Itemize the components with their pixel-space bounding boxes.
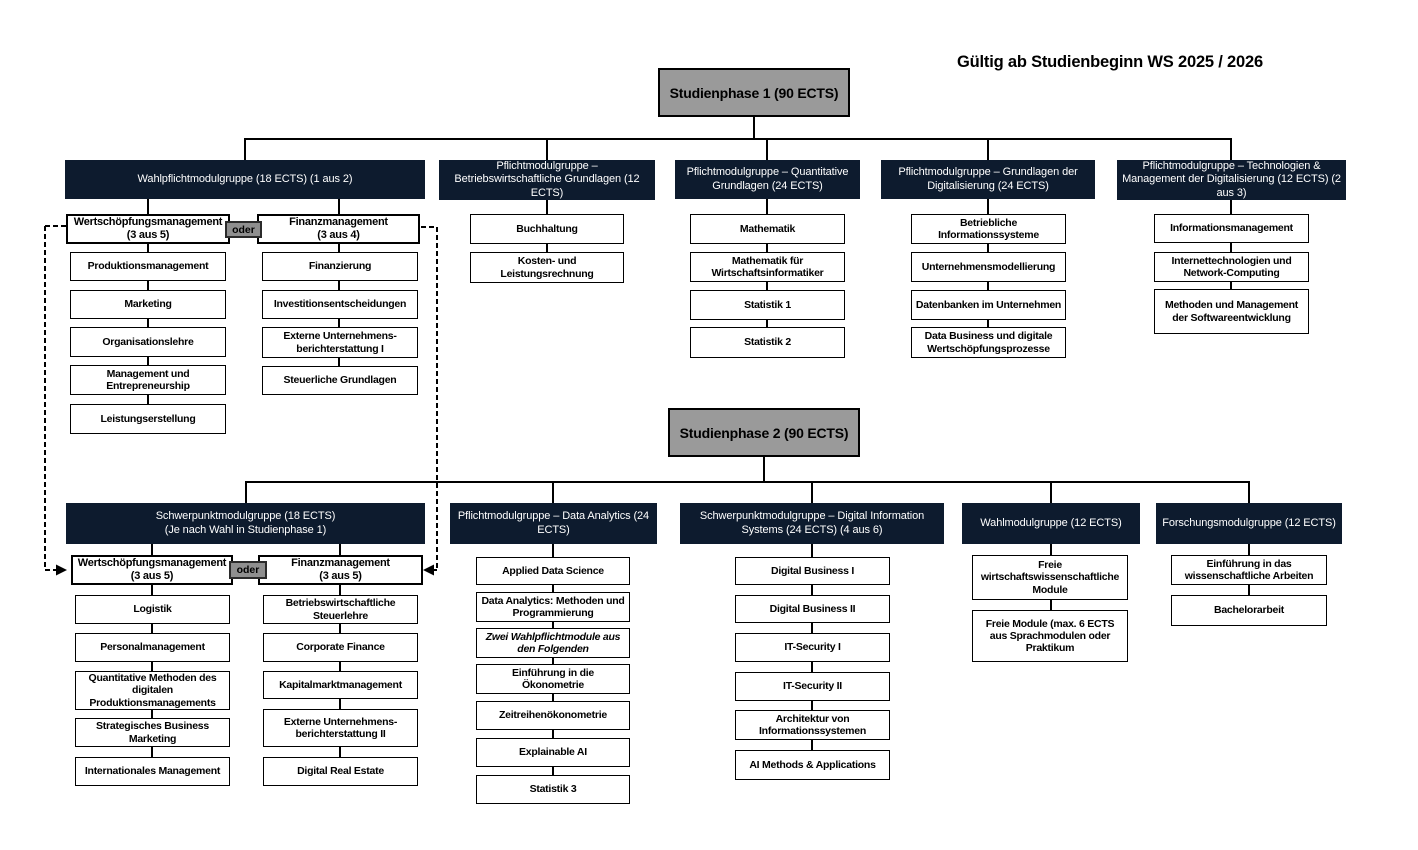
group-header-schwerpunktmodulgruppe: Schwerpunktmodulgruppe (18 ECTS) (Je nac… [66, 503, 425, 544]
module-box: Logistik [75, 595, 230, 624]
module-box: Datenbanken im Unternehmen [911, 290, 1066, 320]
module-box: Strategisches Business Marketing [75, 718, 230, 747]
module-box: Buchhaltung [470, 214, 624, 244]
module-box: Internationales Management [75, 757, 230, 786]
module-box: Freie wirtschaftswissenschaftliche Modul… [972, 555, 1128, 600]
module-box: Statistik 3 [476, 775, 630, 804]
group-header-grundlagen-digitalisierung: Pflichtmodulgruppe – Grundlagen der Digi… [881, 160, 1095, 199]
module-box: Statistik 2 [690, 327, 845, 358]
module-box: Digital Real Estate [263, 757, 418, 786]
module-box: Marketing [70, 290, 226, 319]
module-box: Data Business und digitale Wertschöpfung… [911, 327, 1066, 358]
module-box: Einführung in die Ökonometrie [476, 664, 630, 694]
module-box: Digital Business II [735, 595, 890, 623]
module-box: Quantitative Methoden des digitalen Prod… [75, 671, 230, 710]
module-box: Digital Business I [735, 557, 890, 585]
module-box: Externe Unternehmens-berichterstattung I… [263, 709, 418, 747]
group-header-quantitative-grundlagen: Pflichtmodulgruppe – Quantitative Grundl… [675, 160, 860, 199]
module-box: Internettechnologien und Network-Computi… [1154, 252, 1309, 282]
module-box: Personalmanagement [75, 633, 230, 662]
module-box: Applied Data Science [476, 557, 630, 585]
validity-note: Gültig ab Studienbeginn WS 2025 / 2026 [957, 53, 1263, 71]
module-box: Mathematik für Wirtschaftsinformatiker [690, 252, 845, 282]
arrowhead-right-icon [56, 564, 67, 576]
group-header-digital-information-systems: Schwerpunktmodulgruppe – Digital Informa… [680, 503, 944, 544]
module-box: Kosten- und Leistungsrechnung [470, 252, 624, 283]
module-box: Informationsmanagement [1154, 214, 1309, 243]
module-box: Explainable AI [476, 738, 630, 767]
module-box: Betriebliche Informationssysteme [911, 214, 1066, 244]
subgroup-header: Finanzmanagement (3 aus 5) [258, 555, 423, 585]
module-box: Einführung in das wissenschaftliche Arbe… [1171, 555, 1327, 585]
module-box: Architektur von Informationssystemen [735, 710, 890, 740]
module-box: Methoden und Management der Softwareentw… [1154, 289, 1309, 334]
module-box: Produktionsmanagement [70, 252, 226, 281]
module-box: Corporate Finance [263, 633, 418, 662]
module-box: Unternehmensmodellierung [911, 252, 1066, 282]
module-box: Finanzierung [262, 252, 418, 281]
module-box: Kapitalmarktmanagement [263, 671, 418, 699]
module-box: Organisationslehre [70, 327, 226, 357]
group-header-technologien-management: Pflichtmodulgruppe – Technologien & Mana… [1117, 160, 1346, 200]
module-box: Bachelorarbeit [1171, 595, 1327, 626]
phase1-box: Studienphase 1 (90 ECTS) [658, 68, 850, 117]
module-box: Freie Module (max. 6 ECTS aus Sprachmodu… [972, 610, 1128, 662]
subgroup-header: Finanzmanagement (3 aus 4) [257, 214, 420, 244]
oder-connector: oder [225, 221, 262, 238]
module-box: Investitionsentscheidungen [262, 290, 418, 319]
module-box: Data Analytics: Methoden und Programmier… [476, 592, 630, 622]
oder-connector: oder [229, 561, 267, 579]
module-box: Betriebswirtschaftliche Steuerlehre [263, 595, 418, 624]
module-box-choice-note: Zwei Wahlpflichtmodule aus den Folgenden [476, 628, 630, 658]
module-box: Leistungserstellung [70, 404, 226, 434]
module-box: Statistik 1 [690, 290, 845, 320]
group-header-data-analytics: Pflichtmodulgruppe – Data Analytics (24 … [450, 503, 657, 544]
module-box: AI Methods & Applications [735, 750, 890, 780]
arrowhead-left-icon [423, 564, 434, 576]
group-header-bwl-grundlagen: Pflichtmodulgruppe – Betriebswirtschaftl… [439, 160, 655, 200]
module-box: Zeitreihenökonometrie [476, 701, 630, 730]
group-header-forschungsmodulgruppe: Forschungsmodulgruppe (12 ECTS) [1156, 503, 1342, 544]
module-box: IT-Security II [735, 672, 890, 701]
module-box: Management und Entrepreneurship [70, 365, 226, 395]
module-box: Externe Unternehmens-berichterstattung I [262, 327, 418, 358]
module-box: Steuerliche Grundlagen [262, 366, 418, 395]
subgroup-header: Wertschöpfungsmanagement (3 aus 5) [66, 214, 230, 244]
subgroup-header: Wertschöpfungsmanagement (3 aus 5) [71, 555, 233, 585]
group-header-wahlpflichtmodulgruppe: Wahlpflichtmodulgruppe (18 ECTS) (1 aus … [65, 160, 425, 199]
phase2-box: Studienphase 2 (90 ECTS) [668, 408, 860, 457]
group-header-wahlmodulgruppe: Wahlmodulgruppe (12 ECTS) [962, 503, 1140, 544]
module-box: IT-Security I [735, 633, 890, 662]
module-box: Mathematik [690, 214, 845, 244]
